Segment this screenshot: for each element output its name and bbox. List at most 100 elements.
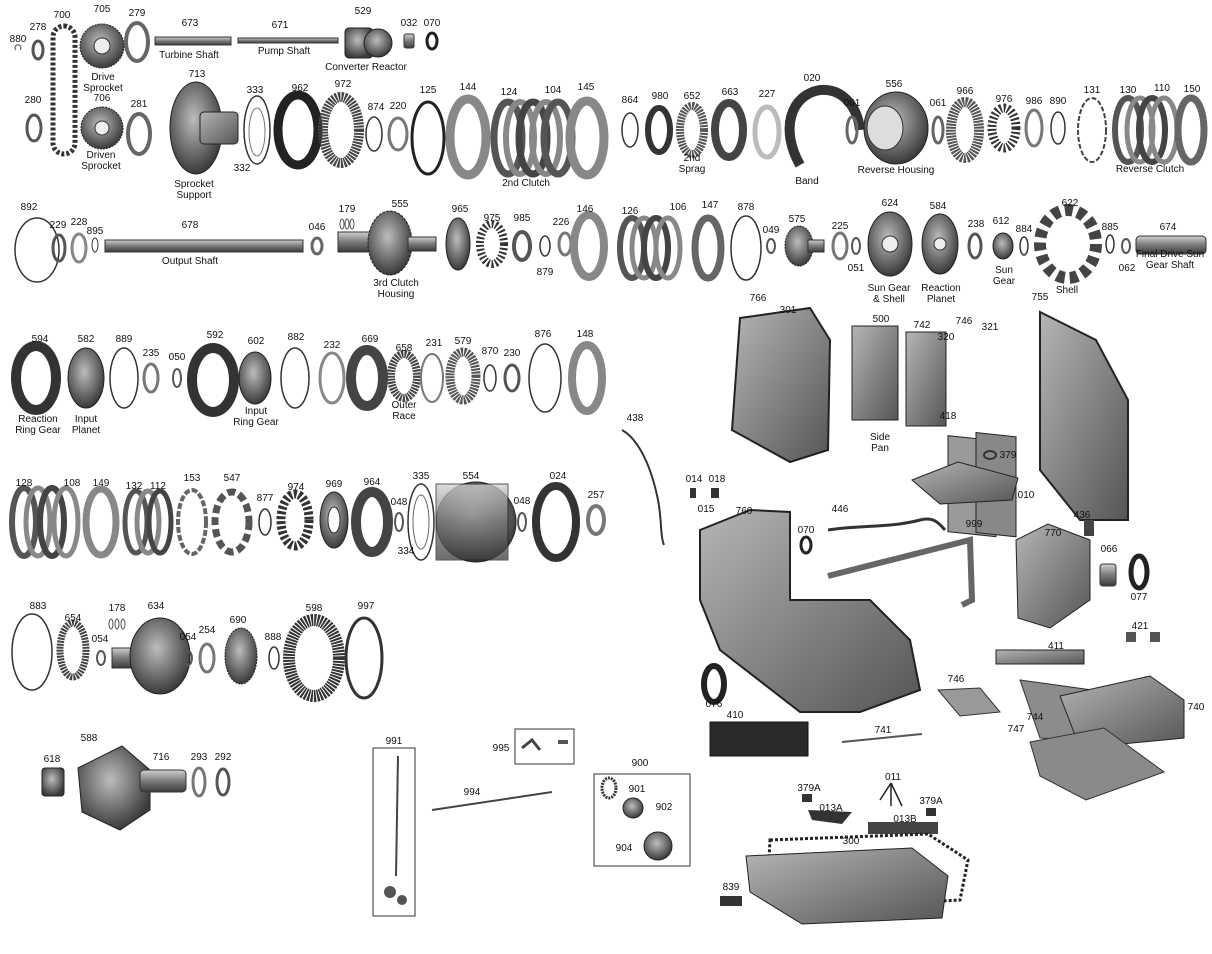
part-number-892: 892 [20,202,38,213]
part-number-766: 766 [749,293,767,304]
part-number-048: 048 [513,496,531,507]
part-number-901: 901 [628,784,646,795]
part-020-band [784,84,865,168]
part-892 [14,217,60,283]
part-name-line: Race [392,411,416,422]
part-889 [109,347,139,409]
part-number-965: 965 [451,204,469,215]
part-number-334: 334 [397,546,415,557]
part-number-705: 705 [93,4,111,15]
part-669 [346,345,388,411]
part-010-filter [911,461,1019,505]
part-number-678: 678 [181,220,199,231]
part-876 [528,343,562,413]
part-number-128: 128 [15,478,33,489]
part-number-144: 144 [459,82,477,93]
part-046 [310,236,324,256]
part-048-a [394,512,404,532]
part-592 [187,343,239,417]
part-760-case [699,508,922,713]
part-number-280: 280 [24,95,42,106]
part-name-line: & Shell [873,294,905,305]
part-148 [568,341,606,415]
part-number-011: 011 [885,772,901,783]
part-500-pump [851,325,899,421]
part-024-low-band [532,482,580,562]
part-number-895: 895 [86,226,104,237]
part-number-147: 147 [701,200,719,211]
part-379 [983,450,997,460]
part-238 [967,232,983,260]
part-144 [445,94,491,180]
part-name-line: Ring Gear [233,417,279,428]
part-name-line: Sprocket [174,179,214,190]
part-number-010: 010 [1017,490,1035,501]
part-379a-b [926,808,936,816]
part-name-624: Sun Gear& Shell [868,283,911,305]
part-132-112-coast-clutch [122,488,174,556]
part-number-076: 076 [705,699,723,710]
part-654 [56,619,90,681]
part-name-529: Converter Reactor [325,62,407,73]
part-147 [691,214,725,282]
part-number-231: 231 [425,338,443,349]
part-name-line: Reverse Clutch [1115,164,1185,175]
part-153 [176,488,208,556]
part-number-969: 969 [325,479,343,490]
part-878 [730,215,762,281]
part-014-018-015 [690,488,719,498]
part-839 [720,896,742,906]
part-name-110: Reverse Clutch [1116,164,1184,175]
part-number-438: 438 [626,413,644,424]
part-013a [808,810,852,824]
part-number-554: 554 [462,471,480,482]
part-name-line: 3rd Clutch [373,278,419,289]
part-number-131: 131 [1083,85,1101,96]
part-254 [198,642,216,674]
part-061-a [845,115,859,145]
part-number-584: 584 [929,201,947,212]
part-882 [280,347,310,409]
part-280 [25,113,43,143]
part-number-232: 232 [323,340,341,351]
part-number-220: 220 [389,101,407,112]
part-713-sprocket-support [169,81,239,175]
part-number-146: 146 [576,204,594,215]
part-575-hub [784,225,825,267]
part-number-964: 964 [363,477,381,488]
part-number-379A: 379A [797,783,821,794]
part-number-020: 020 [803,73,821,84]
part-number-622: 622 [1061,198,1079,209]
part-number-418: 418 [939,411,957,422]
part-number-257: 257 [587,490,605,501]
part-number-301: 301 [779,305,797,316]
part-number-634: 634 [147,601,165,612]
part-870 [483,364,497,392]
part-number-125: 125 [419,85,437,96]
part-number-411: 411 [1048,641,1064,652]
part-066 [1099,563,1117,587]
part-128-108-forward-clutch [9,485,81,559]
part-number-864: 864 [621,95,639,106]
part-179 [339,218,355,230]
part-number-618: 618 [43,754,61,765]
part-number-975: 975 [483,213,501,224]
part-278 [31,39,45,61]
part-671-pump-shaft [237,37,339,44]
part-number-150: 150 [1183,84,1201,95]
part-name-line: 2nd Clutch [502,178,550,189]
part-number-179: 179 [338,204,356,215]
part-962 [273,90,323,170]
part-number-108: 108 [63,478,81,489]
part-number-884: 884 [1015,224,1033,235]
part-678-output-shaft [104,239,304,253]
part-124-104-2nd-clutch [490,98,576,178]
part-number-062: 062 [1118,263,1136,274]
part-number-669: 669 [361,334,379,345]
part-624-sun-gear-shell [867,211,913,277]
part-number-332: 332 [233,163,251,174]
